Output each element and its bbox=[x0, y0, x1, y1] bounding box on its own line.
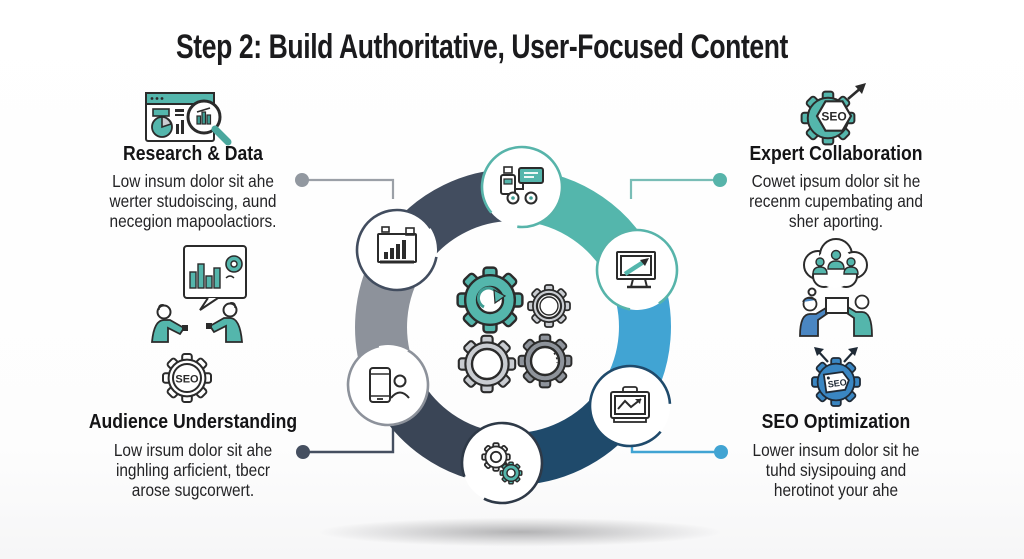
expert-heading: Expert Collaboration bbox=[749, 143, 923, 165]
center-gears bbox=[456, 266, 573, 394]
ring-nodes bbox=[346, 145, 679, 505]
node-monitor-icon bbox=[616, 251, 656, 289]
expert-body: Cowet ipsum dolor sit he recenm cupembat… bbox=[722, 171, 951, 231]
connector-dot-research bbox=[295, 173, 309, 187]
seo-tag-gear-icon: SEO bbox=[811, 347, 861, 407]
audience-body-line: arose sugcorwert. bbox=[131, 480, 255, 500]
research-data-icon bbox=[145, 92, 232, 146]
node-chat-icon bbox=[500, 166, 544, 205]
audience-body-line: Low irsum dolor sit ahe bbox=[113, 440, 273, 460]
page-title: Step 2: Build Authoritative, User-Focuse… bbox=[175, 28, 789, 66]
audience-heading: Audience Understanding bbox=[88, 411, 298, 433]
seo-body-line: tuhd siysipouing and bbox=[765, 460, 907, 480]
seo-outline-gear-icon: SEO bbox=[162, 353, 212, 403]
node-phone-icon bbox=[369, 367, 410, 403]
expert-body-line: Cowet ipsum dolor sit he bbox=[751, 171, 921, 191]
collaboration-icon bbox=[799, 238, 873, 337]
audience-body-line: inghling arficient, tbecr bbox=[115, 460, 271, 480]
connector-research bbox=[295, 173, 395, 199]
audience-body: Low irsum dolor sit ahe inghling arficie… bbox=[79, 440, 308, 500]
connector-dot-seo bbox=[714, 445, 728, 459]
node-bar-chart-icon bbox=[377, 226, 417, 264]
expert-body-line: recenm cupembating and bbox=[749, 191, 923, 211]
seo-body-line: herotinot your ahe bbox=[773, 480, 899, 500]
research-body: Low insum dolor sit ahe werter studoisci… bbox=[79, 171, 308, 231]
research-body-line: necegion mapoolactiors. bbox=[109, 211, 277, 231]
expert-body-line: sher aporting. bbox=[788, 211, 884, 231]
seo-body-line: Lower insum dolor sit he bbox=[752, 440, 920, 460]
expert-seo-gear-icon: SEO bbox=[800, 83, 866, 146]
process-ring-diagram bbox=[346, 145, 679, 505]
node-presentation-icon bbox=[610, 386, 650, 423]
connector-dot-expert bbox=[713, 173, 727, 187]
connector-expert bbox=[629, 173, 727, 199]
research-heading: Research & Data bbox=[123, 143, 263, 165]
connector-dot-audience bbox=[296, 445, 310, 459]
research-body-line: werter studoiscing, aund bbox=[109, 191, 277, 211]
ground-shadow bbox=[240, 511, 800, 553]
seo-outline-gear-label: SEO bbox=[175, 374, 199, 386]
node-gears-icon bbox=[481, 442, 523, 485]
audience-discussion-icon bbox=[151, 245, 247, 343]
seo-heading: SEO Optimization bbox=[761, 411, 911, 433]
research-body-line: Low insum dolor sit ahe bbox=[112, 171, 274, 191]
seo-hex-gear-label: SEO bbox=[821, 110, 846, 124]
seo-body: Lower insum dolor sit he tuhd siysipouin… bbox=[722, 440, 951, 500]
seo-tag-gear-label: SEO bbox=[827, 377, 847, 390]
connector-audience bbox=[296, 426, 395, 459]
